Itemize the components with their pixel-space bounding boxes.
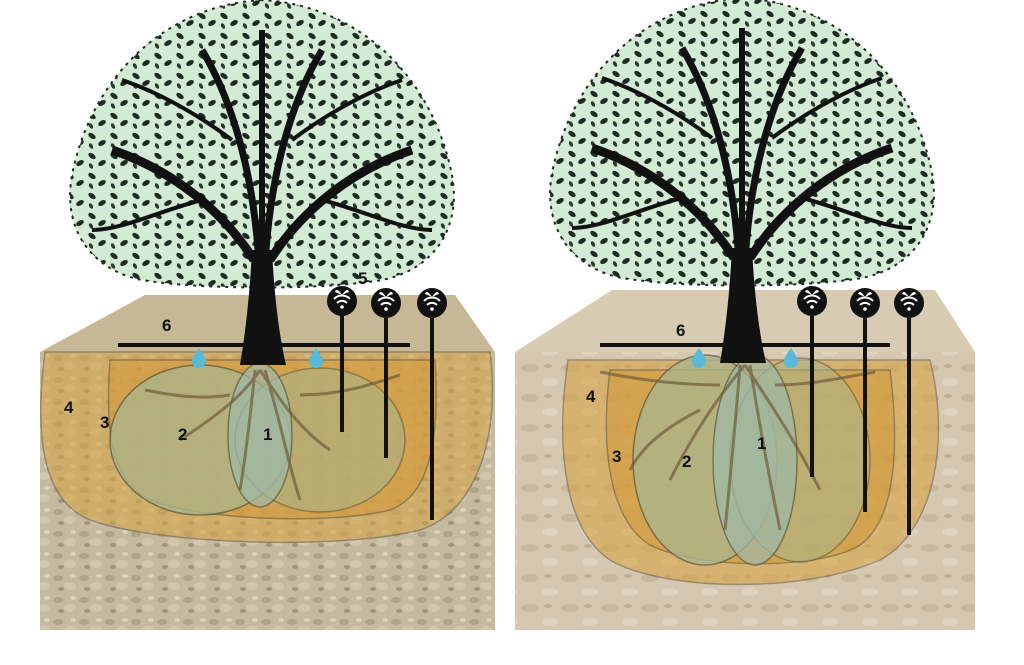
wifi-leaf-icon: [370, 287, 402, 319]
wifi-leaf-icon: [849, 287, 881, 319]
label-zone-4: 4: [64, 398, 74, 417]
roots-left: [144, 369, 401, 501]
wifi-leaf-icon: [796, 285, 828, 317]
zone-1-right: [712, 354, 798, 566]
label-zone-1: 1: [757, 434, 766, 453]
label-pipe: 6: [676, 321, 685, 340]
label-pipe: 6: [162, 316, 171, 335]
wifi-leaf-icon: [326, 285, 358, 317]
label-zone-2: 2: [682, 452, 691, 471]
panel-right: 4 3 2 1 6: [515, 0, 975, 630]
label-zone-2: 2: [178, 425, 187, 444]
label-probes: 5: [358, 269, 367, 288]
label-zone-3: 3: [100, 413, 109, 432]
panel-left: 4 3 2 1 5 6: [40, 0, 495, 630]
label-zone-3: 3: [612, 447, 621, 466]
wifi-leaf-icon: [416, 287, 448, 319]
label-zone-1: 1: [263, 425, 272, 444]
label-zone-4: 4: [586, 387, 596, 406]
wifi-leaf-icon: [893, 287, 925, 319]
